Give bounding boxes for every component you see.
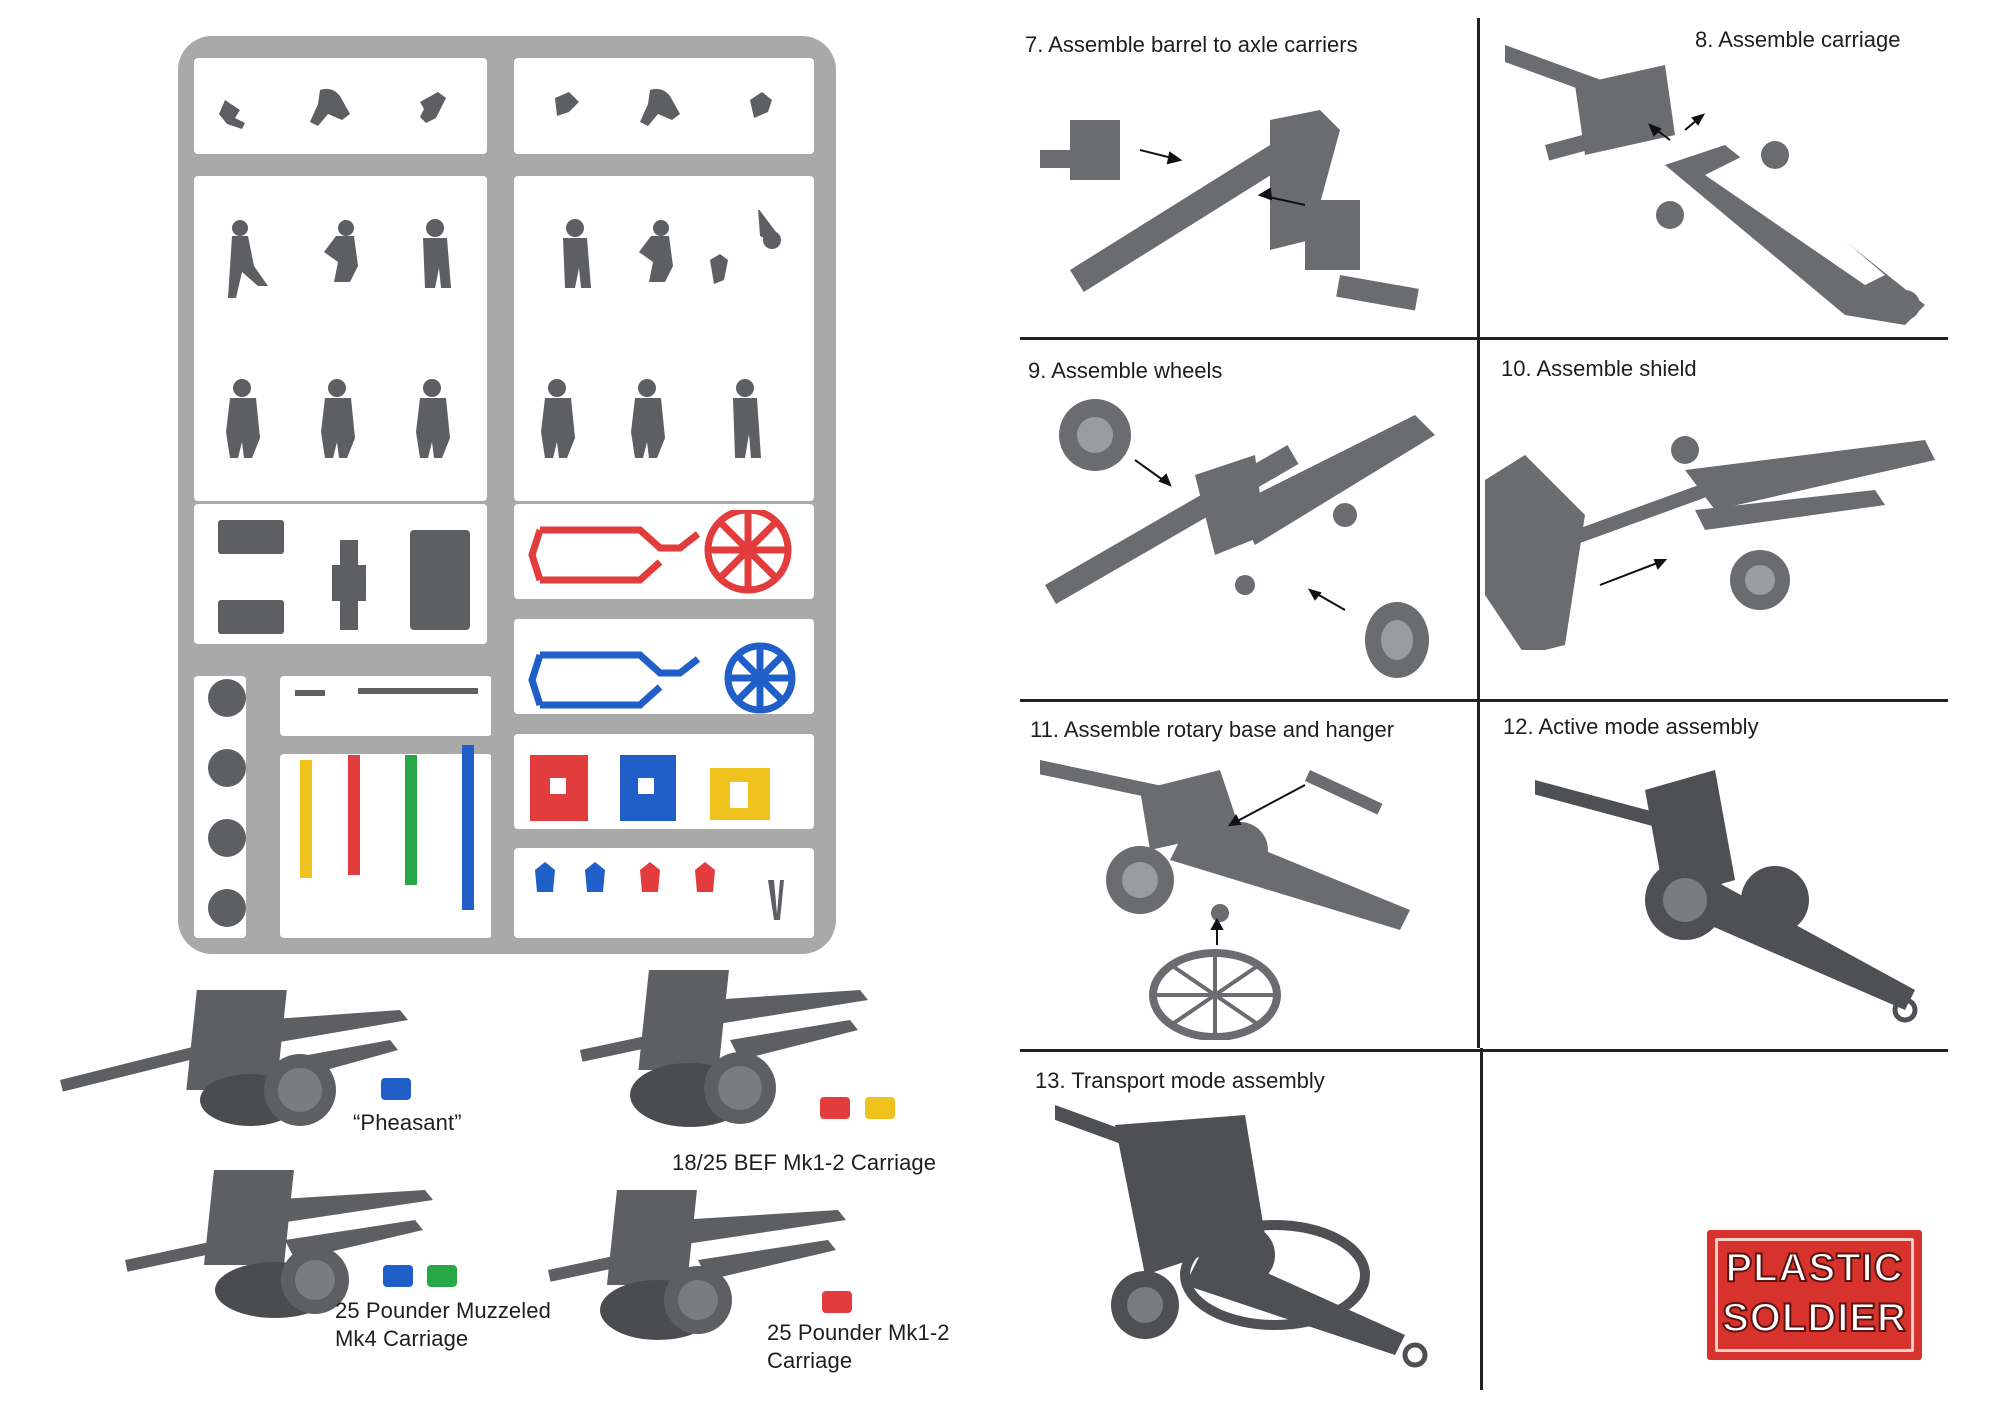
gun-illustration-bef [580, 970, 868, 1127]
step-7-title: 7. Assemble barrel to axle carriers [1025, 32, 1358, 57]
gun-illustration-muzzeled [125, 1170, 433, 1318]
grid-divider-vertical [1477, 18, 1480, 1048]
step-12-title: 12. Active mode assembly [1503, 714, 1759, 739]
step-8-illustration [1505, 44, 1925, 325]
step-9-illustration [1045, 399, 1435, 678]
grid-divider-row-3 [1020, 1049, 1948, 1052]
logo-text-line1: PLASTIC [1724, 1245, 1904, 1291]
step-10-title: 10. Assemble shield [1501, 356, 1697, 381]
variant-label-muzzeled-line2: Mk4 Carriage [335, 1326, 469, 1351]
swatch-muzzeled-green [427, 1265, 457, 1287]
step-9-title: 9. Assemble wheels [1028, 358, 1223, 383]
swatch-bef-red [820, 1097, 850, 1119]
sprue-soldier-figures [226, 210, 781, 458]
swatch-muzzeled-blue [383, 1265, 413, 1287]
gun-illustration-mk12 [548, 1190, 846, 1340]
logo-border [1715, 1238, 1914, 1352]
swatch-bef-yellow [865, 1097, 895, 1119]
step-7-illustration [1040, 110, 1419, 311]
sprue-gun-parts [208, 510, 796, 927]
swatch-pheasant-blue [381, 1078, 411, 1100]
variant-label-pheasant: “Pheasant” [353, 1110, 462, 1135]
step-10-illustration [1485, 436, 1935, 650]
variant-label-bef: 18/25 BEF Mk1-2 Carriage [672, 1150, 937, 1175]
step-8-title: 8. Assemble carriage [1695, 27, 1901, 52]
sprue-small-parts-row [219, 88, 772, 129]
step-11-illustration [1040, 760, 1410, 1040]
variant-label-muzzeled-line1: 25 Pounder Muzzeled [335, 1298, 551, 1323]
variant-label-mk12-line2: Carriage [767, 1348, 853, 1373]
logo-text-line2: SOLDIER [1721, 1295, 1907, 1341]
step-11-title: 11. Assemble rotary base and hanger [1030, 717, 1395, 742]
swatch-mk12-red [822, 1291, 852, 1313]
grid-divider-row-2 [1020, 699, 1948, 702]
plastic-soldier-logo: PLASTIC SOLDIER [1707, 1230, 1922, 1360]
grid-divider-vertical-lower [1480, 1048, 1483, 1390]
step-13-illustration [1055, 1105, 1428, 1368]
variant-label-mk12-line1: 25 Pounder Mk1-2 [767, 1320, 950, 1345]
step-13-title: 13. Transport mode assembly [1035, 1068, 1325, 1093]
step-12-illustration [1535, 770, 1918, 1023]
grid-divider-row-1 [1020, 337, 1948, 340]
gun-illustration-pheasant [60, 990, 408, 1126]
